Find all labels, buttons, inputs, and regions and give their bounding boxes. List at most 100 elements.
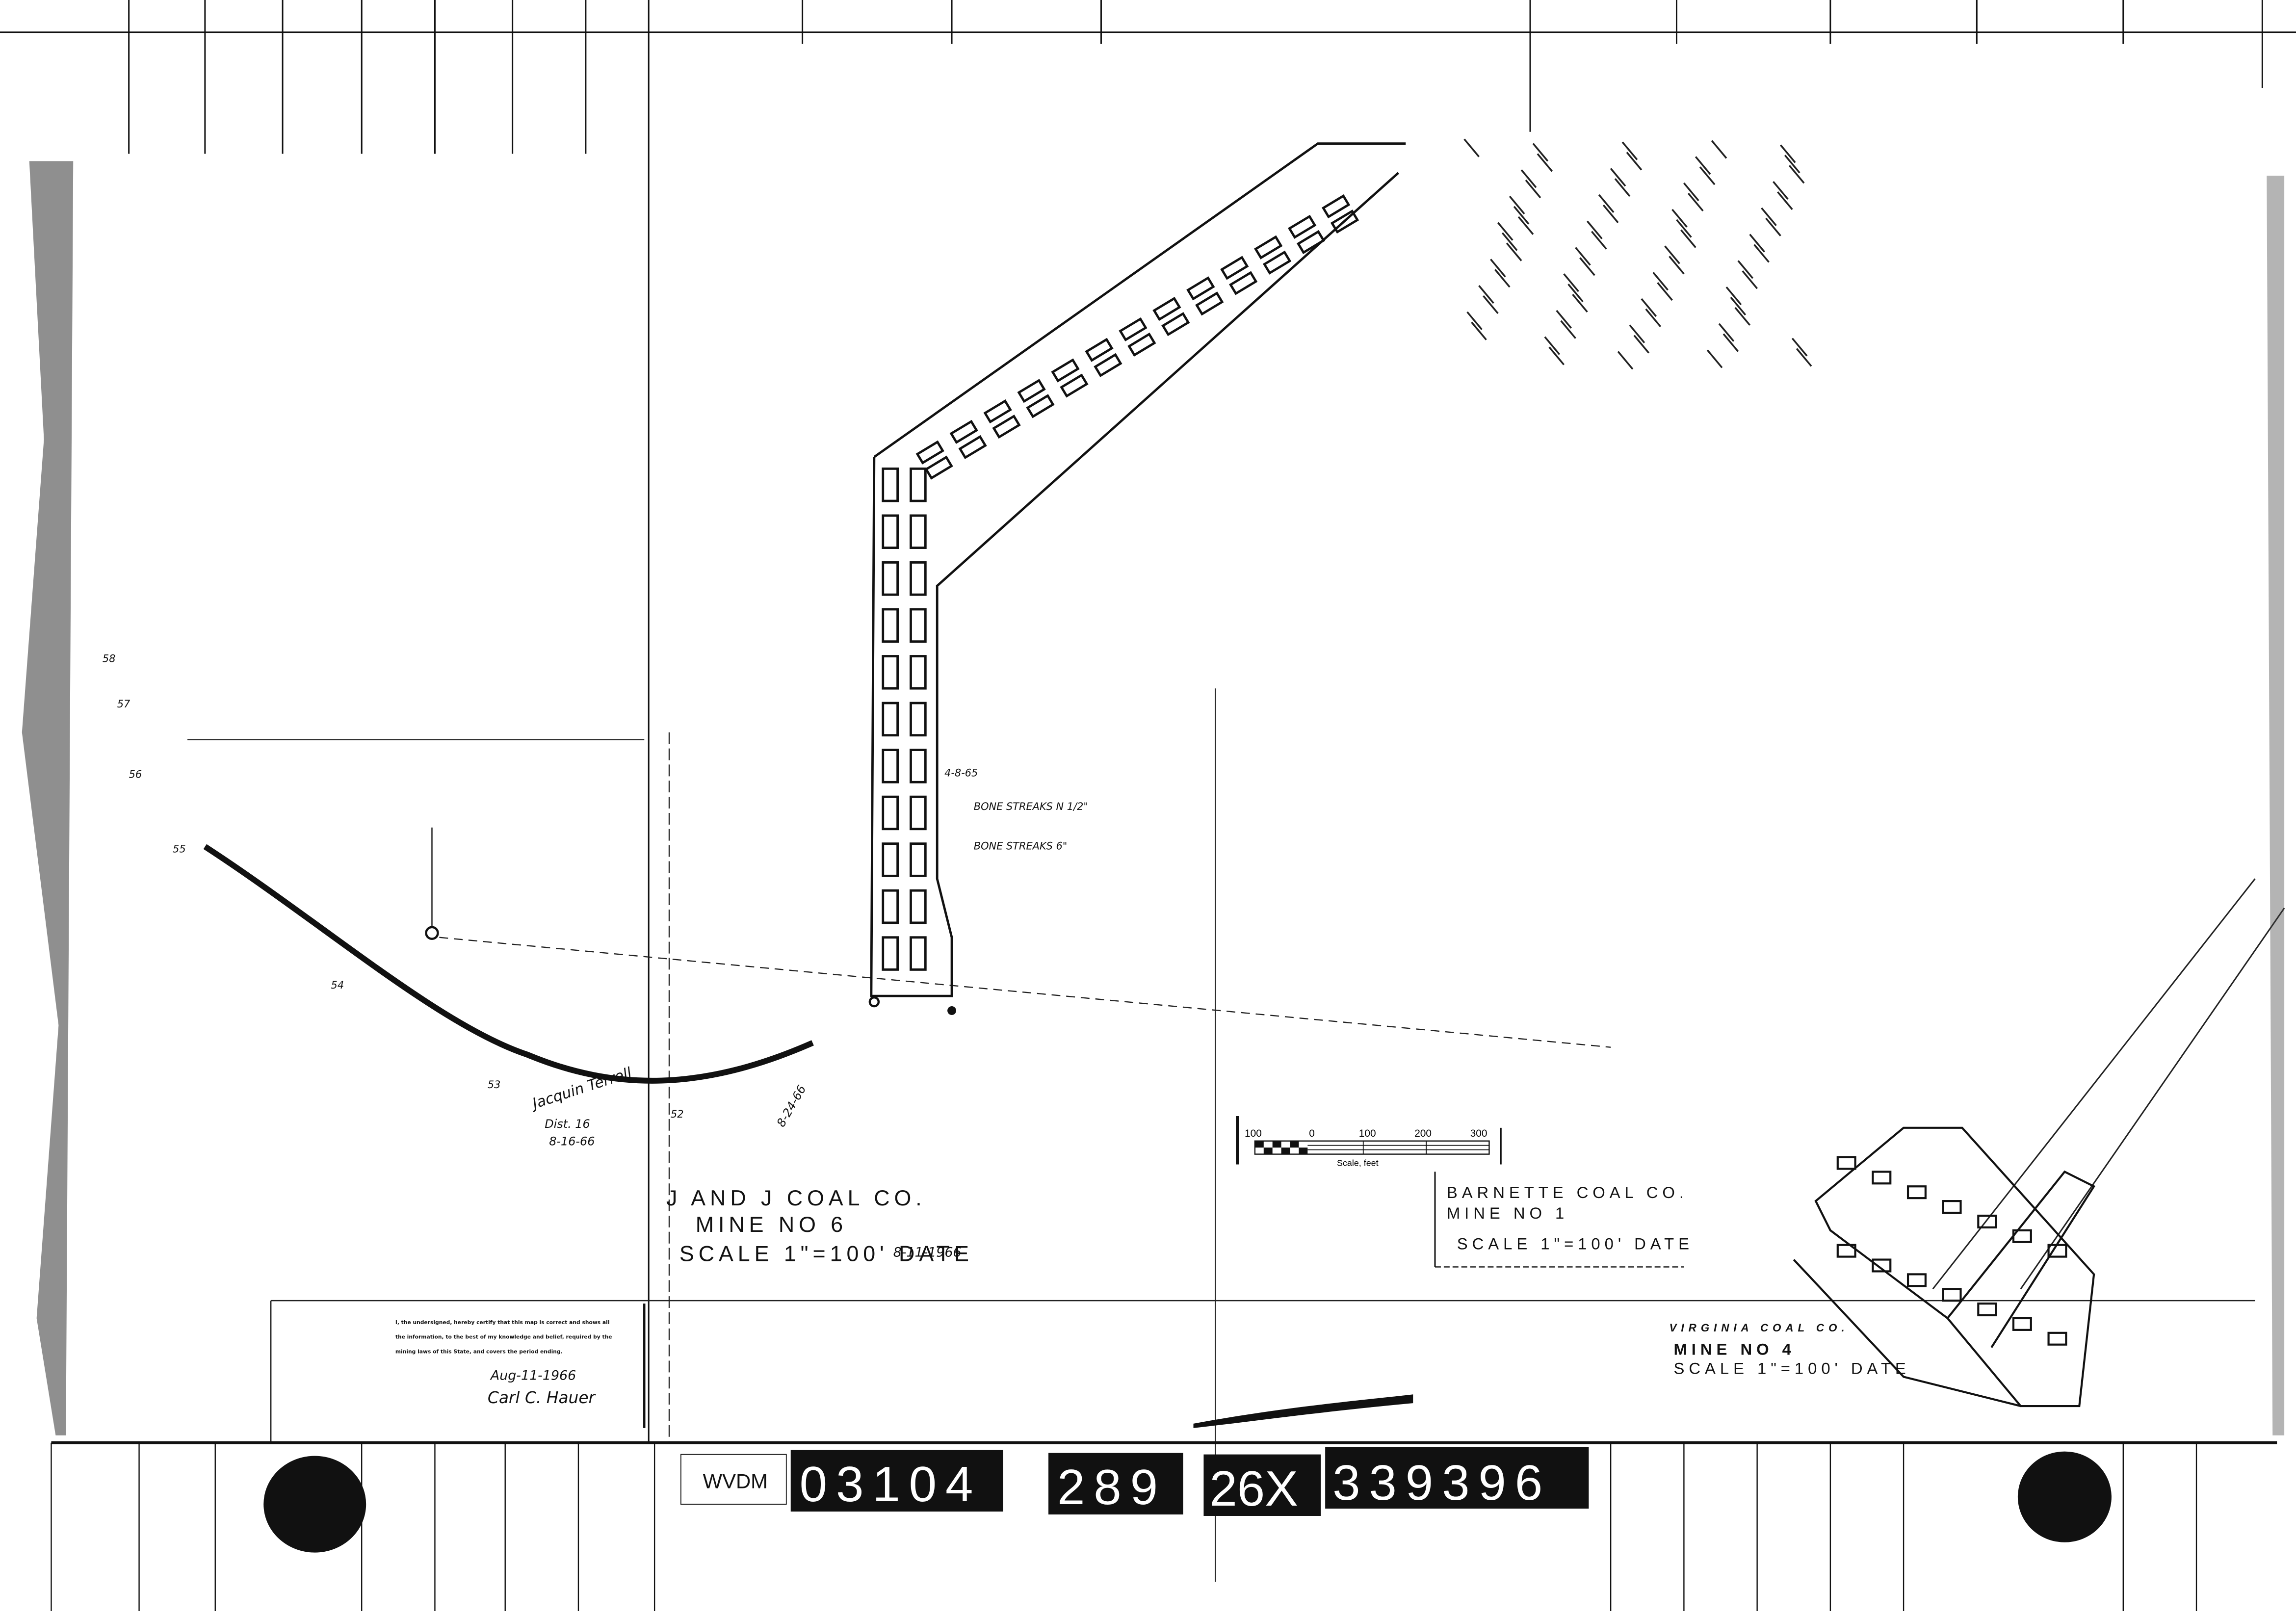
- faded-entry-mark: [1706, 349, 1723, 368]
- coal-pillar: [882, 514, 899, 549]
- survey-point: 53: [488, 1079, 501, 1091]
- survey-point: 56: [129, 768, 142, 780]
- coal-pillar: [882, 655, 899, 690]
- faded-entry-mark: [1683, 183, 1699, 202]
- faded-entry-mark: [1548, 346, 1565, 365]
- coal-pillar: [910, 702, 927, 737]
- coal-pillar: [1977, 1303, 1997, 1317]
- faded-entry-mark: [1784, 155, 1800, 174]
- faded-entry-mark: [1509, 195, 1525, 215]
- coal-pillar: [882, 467, 899, 502]
- film-code: 339396: [1332, 1455, 1551, 1511]
- coal-pillar: [1872, 1258, 1892, 1273]
- scale-date: SCALE 1"=100' DATE: [679, 1242, 973, 1266]
- faded-entry-mark: [1780, 144, 1796, 163]
- scale-tick: 100: [1245, 1128, 1262, 1139]
- coal-pillar: [1094, 353, 1122, 377]
- coal-pillar: [2012, 1229, 2032, 1243]
- coal-pillar: [1836, 1244, 1856, 1258]
- coal-pillar: [1330, 209, 1359, 234]
- faded-entry-mark: [1641, 298, 1657, 317]
- faded-entry-mark: [1765, 217, 1781, 236]
- coal-pillar: [910, 749, 927, 783]
- coal-pillar: [1026, 394, 1055, 418]
- title-block-j-and-j: J AND J COAL CO. MINE NO 6 SCALE 1"=100'…: [666, 1186, 973, 1266]
- map-grid-lines: [187, 688, 2285, 1582]
- signature-date: Aug-11-1966: [490, 1368, 576, 1383]
- coal-pillar: [1977, 1214, 1997, 1228]
- mine-number: MINE NO 1: [1447, 1204, 1568, 1222]
- coal-pillar: [910, 889, 927, 924]
- faded-entry-mark: [1575, 247, 1591, 266]
- faded-entry-mark: [1556, 310, 1572, 329]
- crop-mark-note: 8-24-66: [774, 1083, 809, 1129]
- scale-bar: 100 0 100 200 300 Scale, feet: [1236, 1116, 1502, 1168]
- coal-pillar: [882, 608, 899, 643]
- bone-streak-note: BONE STREAKS 6": [974, 840, 1068, 852]
- faded-entry-mark: [1761, 207, 1777, 226]
- certificate-line: the information, to the best of my knowl…: [395, 1334, 612, 1340]
- survey-point: 52: [671, 1108, 684, 1120]
- survey-points: 58 57 56 55 54 53 52: [103, 652, 684, 1120]
- company-name: BARNETTE COAL CO.: [1447, 1183, 1688, 1201]
- coal-pillar: [1161, 312, 1190, 337]
- faded-entry-mark: [1626, 152, 1643, 171]
- faded-entry-mark: [1610, 168, 1626, 187]
- coal-pillar: [1060, 373, 1089, 398]
- top-frame-grid: [0, 0, 2296, 1443]
- coal-pillar: [924, 455, 953, 480]
- mine-4-workings: [1793, 1126, 2096, 1408]
- faded-entry-mark: [1737, 260, 1754, 279]
- faded-entry-mark: [1633, 335, 1650, 354]
- faded-entry-mark: [1517, 216, 1534, 235]
- faded-entry-mark: [1652, 272, 1669, 291]
- faded-entry-mark: [1587, 220, 1603, 239]
- coal-pillar: [1119, 317, 1148, 341]
- scale-tick: 300: [1470, 1128, 1487, 1139]
- scale-date: SCALE 1"=100' DATE: [1674, 1359, 1910, 1377]
- faded-entry-mark: [1537, 153, 1553, 172]
- faded-entry-mark: [1796, 348, 1812, 367]
- faded-entry-mark: [1695, 156, 1711, 175]
- faded-entry-mark: [1572, 293, 1588, 313]
- faded-entry-mark: [1669, 256, 1685, 275]
- coal-pillar: [1017, 379, 1046, 403]
- coal-outcrop-line: [203, 844, 814, 1084]
- coal-pillar: [910, 655, 927, 690]
- coal-pillar: [1296, 230, 1326, 254]
- faded-entry-mark: [1544, 336, 1561, 355]
- faded-entry-mark: [1490, 259, 1506, 278]
- torn-edge: [22, 161, 74, 1435]
- coal-pillar: [2047, 1331, 2067, 1346]
- registration-hole: [263, 1456, 366, 1553]
- coal-pillar: [1836, 1156, 1856, 1170]
- certificate-line: I, the undersigned, hereby certify that …: [395, 1319, 610, 1326]
- coal-pillar: [1906, 1273, 1927, 1287]
- coal-pillar: [910, 561, 927, 596]
- coal-pillar: [882, 702, 899, 737]
- coal-pillar: [1942, 1200, 1962, 1214]
- coal-pillar: [882, 889, 899, 924]
- faded-entry-mark: [1560, 320, 1576, 339]
- faded-entry-mark: [1483, 295, 1499, 314]
- film-code: 289: [1057, 1459, 1167, 1515]
- coal-pillar: [1872, 1171, 1892, 1185]
- coal-pillar: [882, 842, 899, 877]
- faded-entry-mark: [1506, 242, 1522, 261]
- company-name: VIRGINIA COAL CO.: [1670, 1322, 1849, 1334]
- coal-pillar: [949, 419, 978, 444]
- survey-point: 58: [103, 652, 116, 664]
- faded-entry-mark: [1749, 234, 1765, 253]
- faded-workings: [1463, 138, 1812, 370]
- faded-entry-mark: [1478, 285, 1494, 304]
- faded-entry-mark: [1687, 192, 1704, 212]
- mine-number: MINE NO 4: [1674, 1340, 1796, 1358]
- coal-pillar: [1195, 291, 1224, 316]
- coal-pillar: [882, 749, 899, 783]
- coal-pillar: [1127, 332, 1156, 357]
- bone-streak-note: BONE STREAKS N 1/2": [974, 801, 1088, 812]
- survey-station: [425, 926, 439, 940]
- faded-entry-mark: [1730, 296, 1747, 316]
- faded-entry-mark: [1501, 232, 1518, 251]
